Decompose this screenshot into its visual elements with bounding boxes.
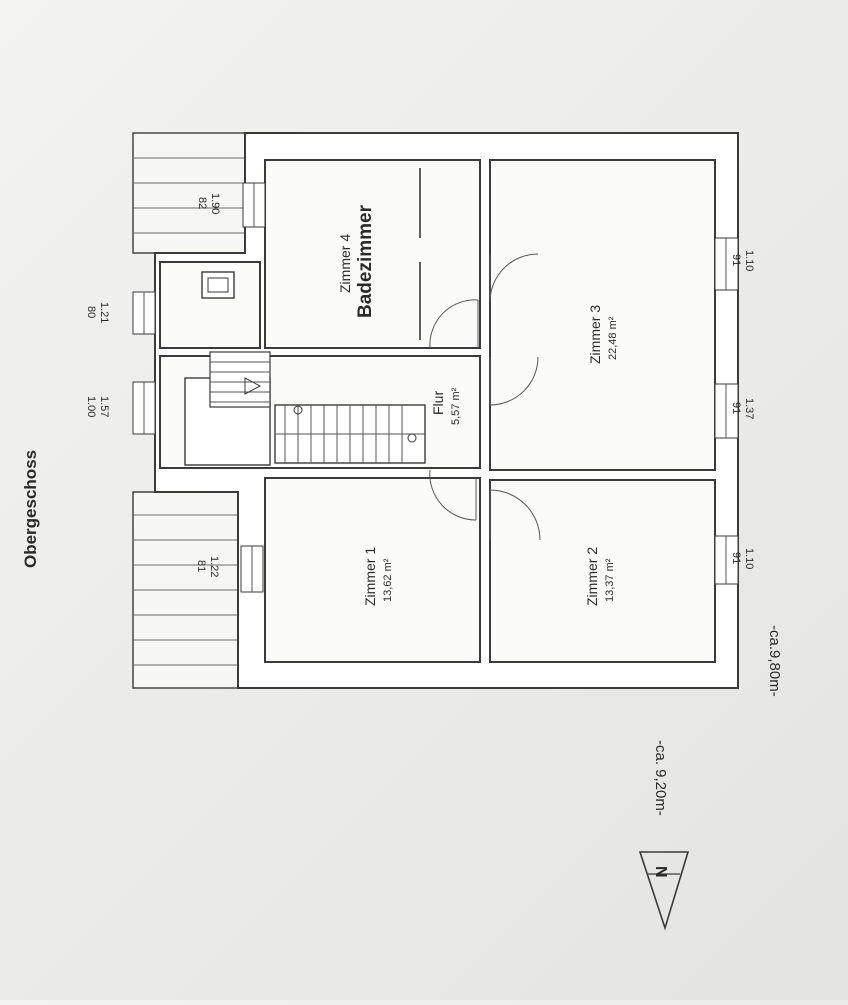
room-zimmer-3 <box>489 159 716 471</box>
window-label-w: 1.21 <box>98 302 110 323</box>
room-area-zimmer-2: 13,37 m² <box>604 558 616 602</box>
north-arrow-icon: N <box>638 851 690 931</box>
room-area-zimmer-3: 22,48 m² <box>607 316 619 360</box>
plan-title: Obergeschoss <box>21 450 40 568</box>
door-swings <box>429 253 541 541</box>
window-label-w: 1.90 <box>209 193 221 214</box>
window-label-w: 1.10 <box>743 548 755 569</box>
room-name-zimmer-3: Zimmer 3 <box>587 305 603 364</box>
window-label-w: 1.22 <box>208 556 220 577</box>
room-zimmer-2 <box>489 479 716 663</box>
window-label-w: 1.10 <box>743 250 755 271</box>
window-label-h: 81 <box>195 560 207 572</box>
room-area-flur: 5,57 m² <box>450 387 462 425</box>
hatched-area-top <box>132 132 246 254</box>
window-label-w: 1.57 <box>98 396 110 417</box>
dimension-width: -ca. 9,20m- <box>652 740 669 816</box>
window-label-w: 1.37 <box>743 398 755 419</box>
room-area-zimmer-1: 13,62 m² <box>382 558 394 602</box>
dimension-depth: -ca.9,80m- <box>766 625 783 697</box>
room-name-zimmer-1: Zimmer 1 <box>362 547 378 606</box>
room-name-zimmer-4: Zimmer 4 <box>337 234 353 293</box>
window-openings <box>132 182 739 593</box>
room-name-flur: Flur <box>430 391 446 415</box>
room-name-zimmer-2: Zimmer 2 <box>584 547 600 606</box>
window-label-h: 91 <box>730 402 742 414</box>
north-label: N <box>652 866 669 878</box>
room-zimmer-4 <box>264 159 481 349</box>
wc-fixture <box>201 271 235 299</box>
window-label-h: 80 <box>85 306 97 318</box>
window-label-h: 82 <box>196 197 208 209</box>
staircase <box>184 351 426 466</box>
hatched-area-bottom <box>132 491 246 689</box>
window-label-h: 91 <box>730 254 742 266</box>
window-label-h: 1.00 <box>85 396 97 417</box>
room-overlay-badezimmer: Badezimmer <box>355 204 376 318</box>
window-label-h: 91 <box>730 552 742 564</box>
room-zimmer-1 <box>264 477 481 663</box>
